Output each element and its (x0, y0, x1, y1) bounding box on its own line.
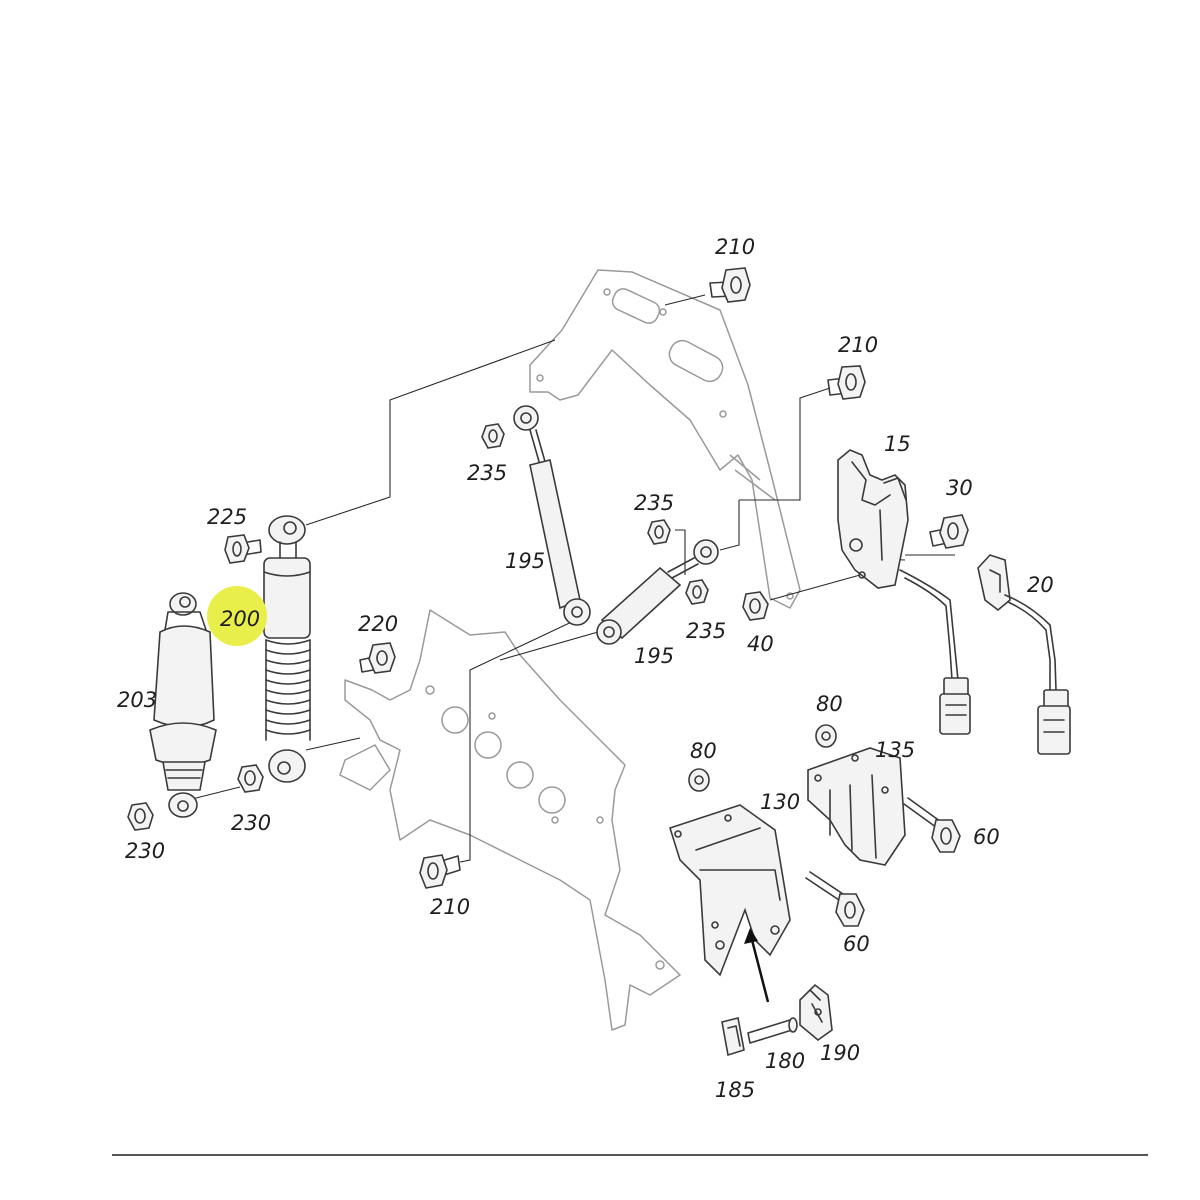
callout-225: 225 (207, 505, 247, 529)
latch-15 (837, 449, 909, 589)
callout-180: 180 (765, 1049, 805, 1073)
cab-tilt-frame (529, 269, 801, 609)
bracket-135 (807, 747, 906, 866)
callout-labels: 210 210 15 30 20 235 235 235 195 195 40 … (117, 235, 1054, 1102)
callout-80-right: 80 (816, 692, 843, 716)
callout-195-left: 195 (505, 549, 545, 573)
arrow-indicator (744, 928, 770, 1003)
highlight-marker (207, 586, 267, 646)
callout-60-right: 60 (973, 825, 1000, 849)
callout-210-bottom: 210 (430, 895, 470, 919)
pin-180 (747, 1017, 798, 1044)
bolt-210-top (709, 267, 751, 303)
nut-235-mid (647, 519, 671, 545)
callout-60-bottom: 60 (843, 932, 870, 956)
bolt-30 (929, 514, 969, 549)
washer-80-right (815, 724, 837, 748)
callout-40: 40 (747, 632, 774, 656)
callout-220: 220 (358, 612, 398, 636)
callout-235-left: 235 (467, 461, 507, 485)
callout-130: 130 (760, 790, 800, 814)
callout-235-low: 235 (686, 619, 726, 643)
callout-230-right: 230 (231, 811, 271, 835)
air-spring-203 (149, 592, 217, 818)
side-mounting-plate (339, 609, 681, 1031)
callout-20: 20 (1027, 573, 1054, 597)
clip-185 (721, 1017, 745, 1057)
nut-235-low (685, 579, 709, 605)
callout-200: 200 (220, 607, 260, 631)
bolt-210-bottom (419, 854, 461, 889)
callout-80-left: 80 (690, 739, 717, 763)
coil-spring (265, 639, 311, 741)
nut-230-left (127, 802, 154, 831)
callout-185: 185 (715, 1078, 755, 1102)
nut-235-left (481, 423, 505, 449)
callout-230-left: 230 (125, 839, 165, 863)
shock-absorber-200 (263, 515, 311, 783)
callout-203: 203 (117, 688, 157, 712)
callout-235-mid: 235 (634, 491, 674, 515)
washer-80-left (688, 768, 710, 792)
bolt-60-bottom (805, 871, 865, 927)
bolt-60-right (903, 797, 961, 853)
bracket-190 (799, 983, 833, 1042)
nut-230-right (237, 764, 264, 793)
gas-strut-195-left (513, 405, 591, 626)
callout-135: 135 (875, 738, 915, 762)
callout-15: 15 (884, 432, 911, 456)
harness-15 (899, 569, 971, 735)
callout-210-top: 210 (715, 235, 755, 259)
bolt-225 (224, 534, 262, 564)
nut-40 (742, 591, 769, 621)
callout-190: 190 (820, 1041, 860, 1065)
bracket-130 (669, 804, 791, 977)
callout-30: 30 (946, 476, 973, 500)
bolt-220 (359, 642, 396, 674)
bolt-210-right (827, 365, 866, 400)
gas-strut-195-right (596, 539, 719, 645)
callout-210-right: 210 (838, 333, 878, 357)
callout-195-right: 195 (634, 644, 674, 668)
sensor-20 (977, 554, 1071, 755)
